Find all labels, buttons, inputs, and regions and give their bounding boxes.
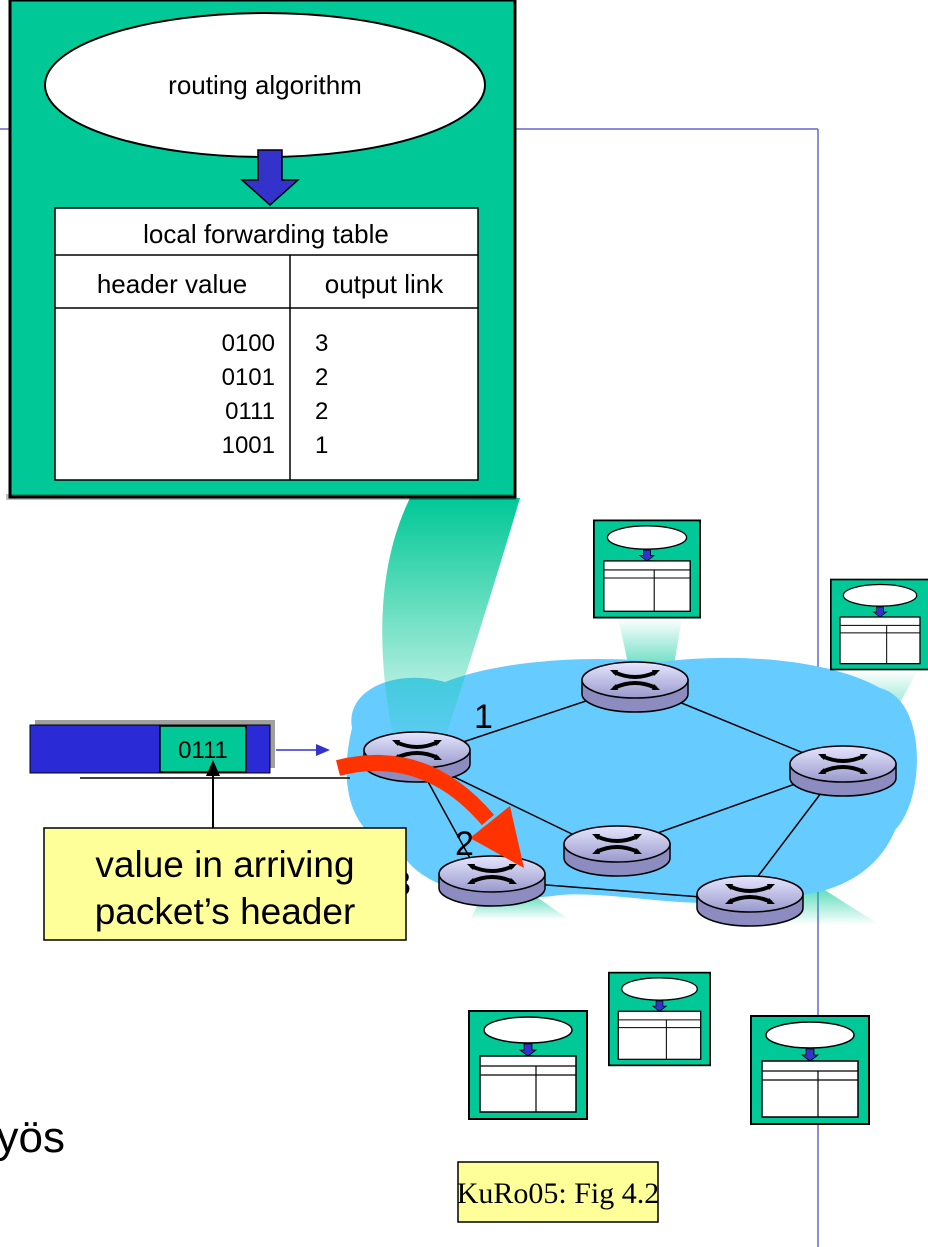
- router-icon: [437, 854, 547, 908]
- table-title: local forwarding table: [143, 219, 389, 249]
- row-header-value: 0101: [222, 364, 275, 391]
- caption-text: KuRo05: Fig 4.2: [457, 1177, 660, 1210]
- router-icon: [580, 660, 690, 714]
- row-output-link: 1: [315, 432, 328, 459]
- table-rows: 0100 3 0101 2 0111 2 1001 1: [222, 330, 329, 459]
- packet-arrow: [276, 744, 330, 756]
- row-output-link: 2: [315, 364, 328, 391]
- row-header-value: 1001: [222, 432, 275, 459]
- partial-slide-text: nyös: [0, 1113, 65, 1162]
- row-header-value: 0111: [225, 398, 275, 425]
- mini-forwarding-box: [608, 971, 711, 1067]
- row-output-link: 3: [315, 330, 328, 357]
- main-beam: [382, 498, 520, 770]
- routing-algorithm-label: routing algorithm: [168, 70, 362, 100]
- row-output-link: 2: [315, 398, 328, 425]
- col-output-link: output link: [325, 269, 445, 299]
- main-router-box: routing algorithm local forwarding table…: [6, 0, 517, 500]
- arriving-packet: 0111: [29, 720, 275, 774]
- router-icon: [788, 744, 898, 798]
- header-callout: value in arriving packet’s header: [43, 760, 407, 941]
- row-header-value: 0100: [222, 330, 275, 357]
- mini-forwarding-box: [468, 1010, 588, 1120]
- router-icon: [562, 824, 672, 878]
- red-forwarding-arrow: [336, 754, 524, 868]
- packet-header-value: 0111: [178, 737, 228, 764]
- mini-forwarding-box: [593, 519, 701, 619]
- callout-line-2: packet’s header: [95, 891, 356, 932]
- mini-forwarding-box: [750, 1015, 870, 1125]
- link-number-2: 2: [455, 825, 474, 863]
- down-arrow-icon: [240, 149, 300, 207]
- col-header-value: header value: [97, 269, 247, 299]
- mini-forwarding-box: [830, 578, 928, 671]
- router-icon: [695, 874, 805, 928]
- caption-box: KuRo05: Fig 4.2: [457, 1161, 660, 1223]
- callout-line-1: value in arriving: [95, 844, 354, 885]
- link-number-1: 1: [474, 698, 493, 736]
